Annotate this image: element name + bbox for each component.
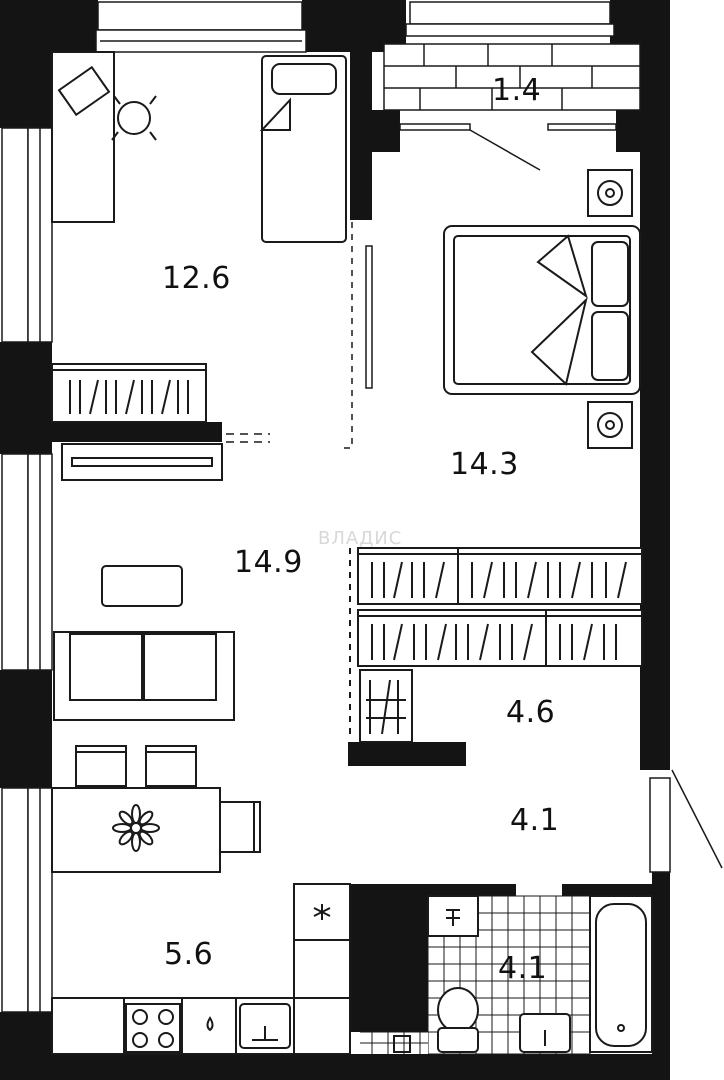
stove-icon bbox=[125, 1003, 181, 1053]
hall-wardrobe bbox=[349, 547, 643, 743]
kitchen-units bbox=[51, 883, 351, 1055]
flower-icon bbox=[112, 804, 160, 852]
watermark: ВЛАДИС bbox=[318, 528, 403, 549]
room-area-bedroom-main: 14.3 bbox=[450, 447, 519, 482]
sliding-door bbox=[226, 222, 373, 449]
windows bbox=[1, 1, 671, 1013]
dryer-icon bbox=[446, 909, 460, 926]
balcony-door bbox=[399, 123, 617, 171]
entry-door bbox=[671, 769, 723, 869]
room-area-hall: 4.1 bbox=[510, 803, 560, 838]
walls bbox=[0, 0, 670, 1080]
room-area-kitchen: 5.6 bbox=[164, 937, 214, 972]
room-area-storage: 4.6 bbox=[506, 695, 556, 730]
balcony-decking bbox=[383, 43, 641, 111]
kitchen-sink bbox=[239, 1003, 291, 1049]
tv-console bbox=[61, 443, 223, 481]
main-bedroom-bed bbox=[443, 169, 641, 449]
room-area-living: 14.9 bbox=[234, 545, 303, 580]
bedroom-wardrobe bbox=[51, 363, 207, 423]
living-furniture bbox=[53, 565, 235, 721]
room-area-balcony: 1.4 bbox=[492, 73, 542, 108]
room-area-bedroom-small: 12.6 bbox=[162, 261, 231, 296]
dining-set bbox=[51, 745, 261, 873]
bathroom-tiles bbox=[427, 895, 591, 1055]
snowflake-icon bbox=[313, 904, 331, 920]
drop-icon bbox=[206, 1016, 214, 1032]
bathroom-fixtures bbox=[360, 895, 653, 1054]
room-area-bathroom: 4.1 bbox=[498, 951, 548, 986]
bedroom-furniture bbox=[51, 51, 347, 243]
